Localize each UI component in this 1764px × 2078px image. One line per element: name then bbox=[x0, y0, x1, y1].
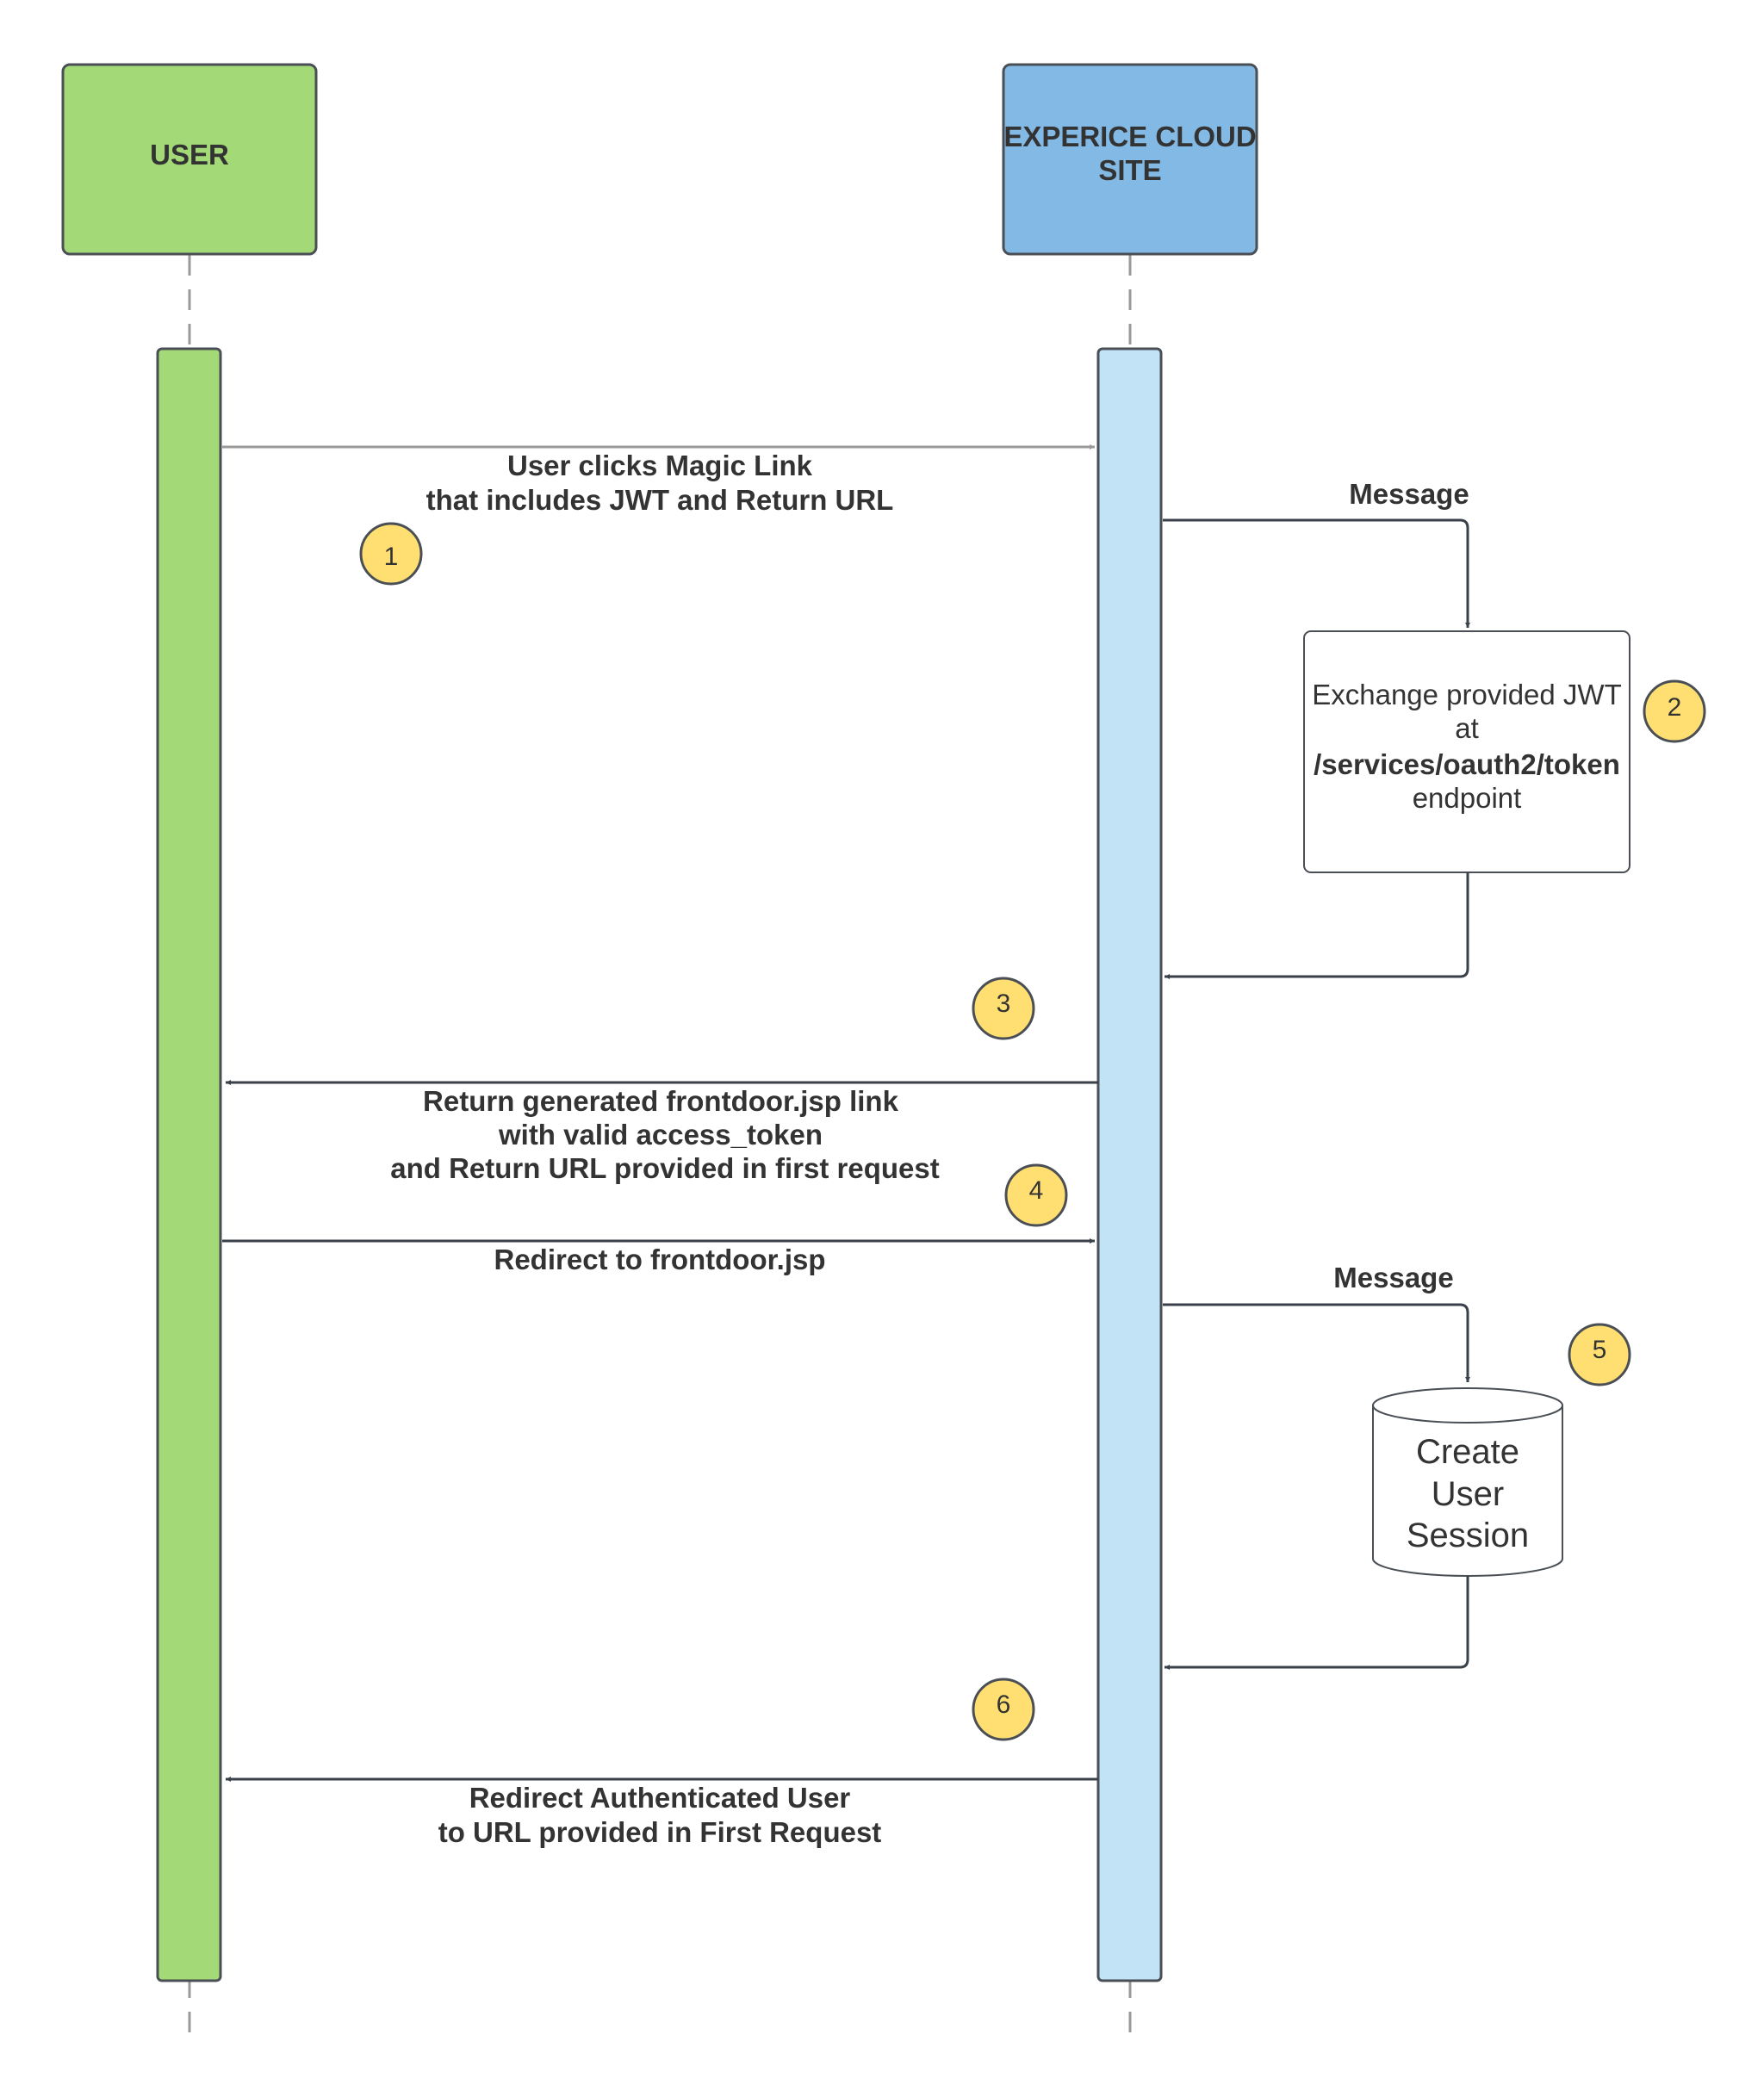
message-3-label-line2: with valid access_token bbox=[498, 1119, 823, 1151]
self-message-2-label: Message bbox=[1333, 1262, 1453, 1293]
step-badge-6: 6 bbox=[972, 1678, 1035, 1741]
self-message-2-arrow bbox=[1163, 1303, 1470, 1382]
step-badge-2-label: 2 bbox=[1668, 693, 1682, 722]
step-badge-6-label: 6 bbox=[997, 1690, 1011, 1719]
session-database: Create User Session bbox=[1372, 1387, 1563, 1577]
session-return-arrow bbox=[1165, 1576, 1469, 1670]
user-activation-bar bbox=[156, 347, 222, 1982]
step-badge-3-label: 3 bbox=[997, 989, 1011, 1018]
step-badge-5: 5 bbox=[1568, 1323, 1631, 1386]
message-6-label-line1: Redirect Authenticated User bbox=[469, 1782, 851, 1814]
message-3-label-line1: Return generated frontdoor.jsp link bbox=[423, 1085, 899, 1117]
jwt-exchange-line2: at bbox=[1455, 712, 1479, 744]
site-actor-label-line2: SITE bbox=[1098, 154, 1161, 186]
session-db-line2: User bbox=[1432, 1475, 1504, 1513]
site-actor: EXPERICE CLOUD SITE bbox=[1002, 63, 1258, 256]
step-badge-2: 2 bbox=[1643, 679, 1706, 743]
step-badge-4: 4 bbox=[1004, 1163, 1068, 1227]
jwt-exchange-line1: Exchange provided JWT bbox=[1312, 679, 1622, 710]
user-actor-label: USER bbox=[150, 139, 229, 171]
message-3-label-line3: and Return URL provided in first request bbox=[390, 1152, 939, 1184]
process-return-arrow bbox=[1165, 872, 1469, 979]
step-badge-1: 1 bbox=[359, 522, 423, 586]
step-badge-3: 3 bbox=[972, 977, 1035, 1040]
message-6-label-line2: to URL provided in First Request bbox=[438, 1816, 882, 1848]
self-message-1-arrow bbox=[1163, 518, 1470, 628]
jwt-exchange-line4: endpoint bbox=[1413, 782, 1522, 814]
step-badge-4-label: 4 bbox=[1029, 1176, 1044, 1205]
step-badge-1-label: 1 bbox=[384, 543, 399, 571]
message-1-label-line1: User clicks Magic Link bbox=[507, 450, 813, 481]
site-activation-bar bbox=[1096, 347, 1163, 1982]
session-db-line1: Create bbox=[1416, 1433, 1519, 1471]
site-actor-label-line1: EXPERICE CLOUD bbox=[1003, 121, 1256, 152]
message-4-label: Redirect to frontdoor.jsp bbox=[494, 1244, 825, 1275]
message-1-label-line2: that includes JWT and Return URL bbox=[426, 484, 894, 516]
jwt-exchange-box: Exchange provided JWT at /services/oauth… bbox=[1303, 630, 1630, 873]
step-badge-5-label: 5 bbox=[1593, 1336, 1607, 1364]
session-db-line3: Session bbox=[1407, 1517, 1529, 1554]
self-message-1-label: Message bbox=[1349, 478, 1469, 510]
jwt-exchange-line3: /services/oauth2/token bbox=[1314, 748, 1620, 780]
user-actor: USER bbox=[61, 63, 318, 256]
